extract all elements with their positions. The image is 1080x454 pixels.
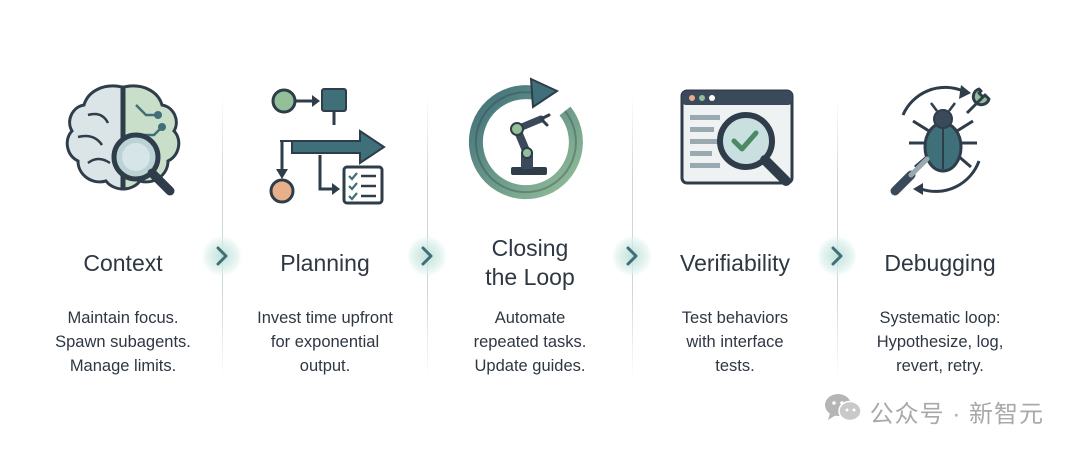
step-title: Closing the Loop [485,235,575,290]
chevron-right-icon [202,236,242,276]
wechat-icon [824,392,862,431]
step-context: Context Maintain focus. Spawn subagents.… [23,70,223,390]
step-verifiability: Verifiability Test behaviors with interf… [635,70,835,390]
flowchart-checklist-icon [255,70,395,210]
bug-wrench-icon [870,70,1010,210]
chevron-right-icon [612,236,652,276]
browser-check-magnifier-icon [665,70,805,210]
step-title: Planning [280,249,370,276]
step-description: Test behaviors with interface tests. [681,309,789,375]
watermark: 公众号 · 新智元 [824,393,1044,429]
step-description: Maintain focus. Spawn subagents. Manage … [55,309,191,375]
step-title: Verifiability [680,249,790,276]
robot-arm-loop-icon [460,70,600,210]
step-title: Context [83,249,163,276]
step-planning: Planning Invest time upfront for exponen… [225,70,425,390]
step-closing-the-loop: Closing the Loop Automate repeated tasks… [430,70,630,390]
step-title: Debugging [884,249,996,276]
chevron-right-icon [817,236,857,276]
step-debugging: Debugging Systematic loop: Hypothesize, … [840,70,1040,390]
step-description: Automate repeated tasks. Update guides. [473,309,587,375]
chevron-right-icon [407,236,447,276]
watermark-text: 公众号 · 新智元 [869,400,1044,428]
step-description: Invest time upfront for exponential outp… [257,309,393,375]
step-description: Systematic loop: Hypothesize, log, rever… [876,309,1004,375]
brain-magnifier-icon [53,70,193,210]
